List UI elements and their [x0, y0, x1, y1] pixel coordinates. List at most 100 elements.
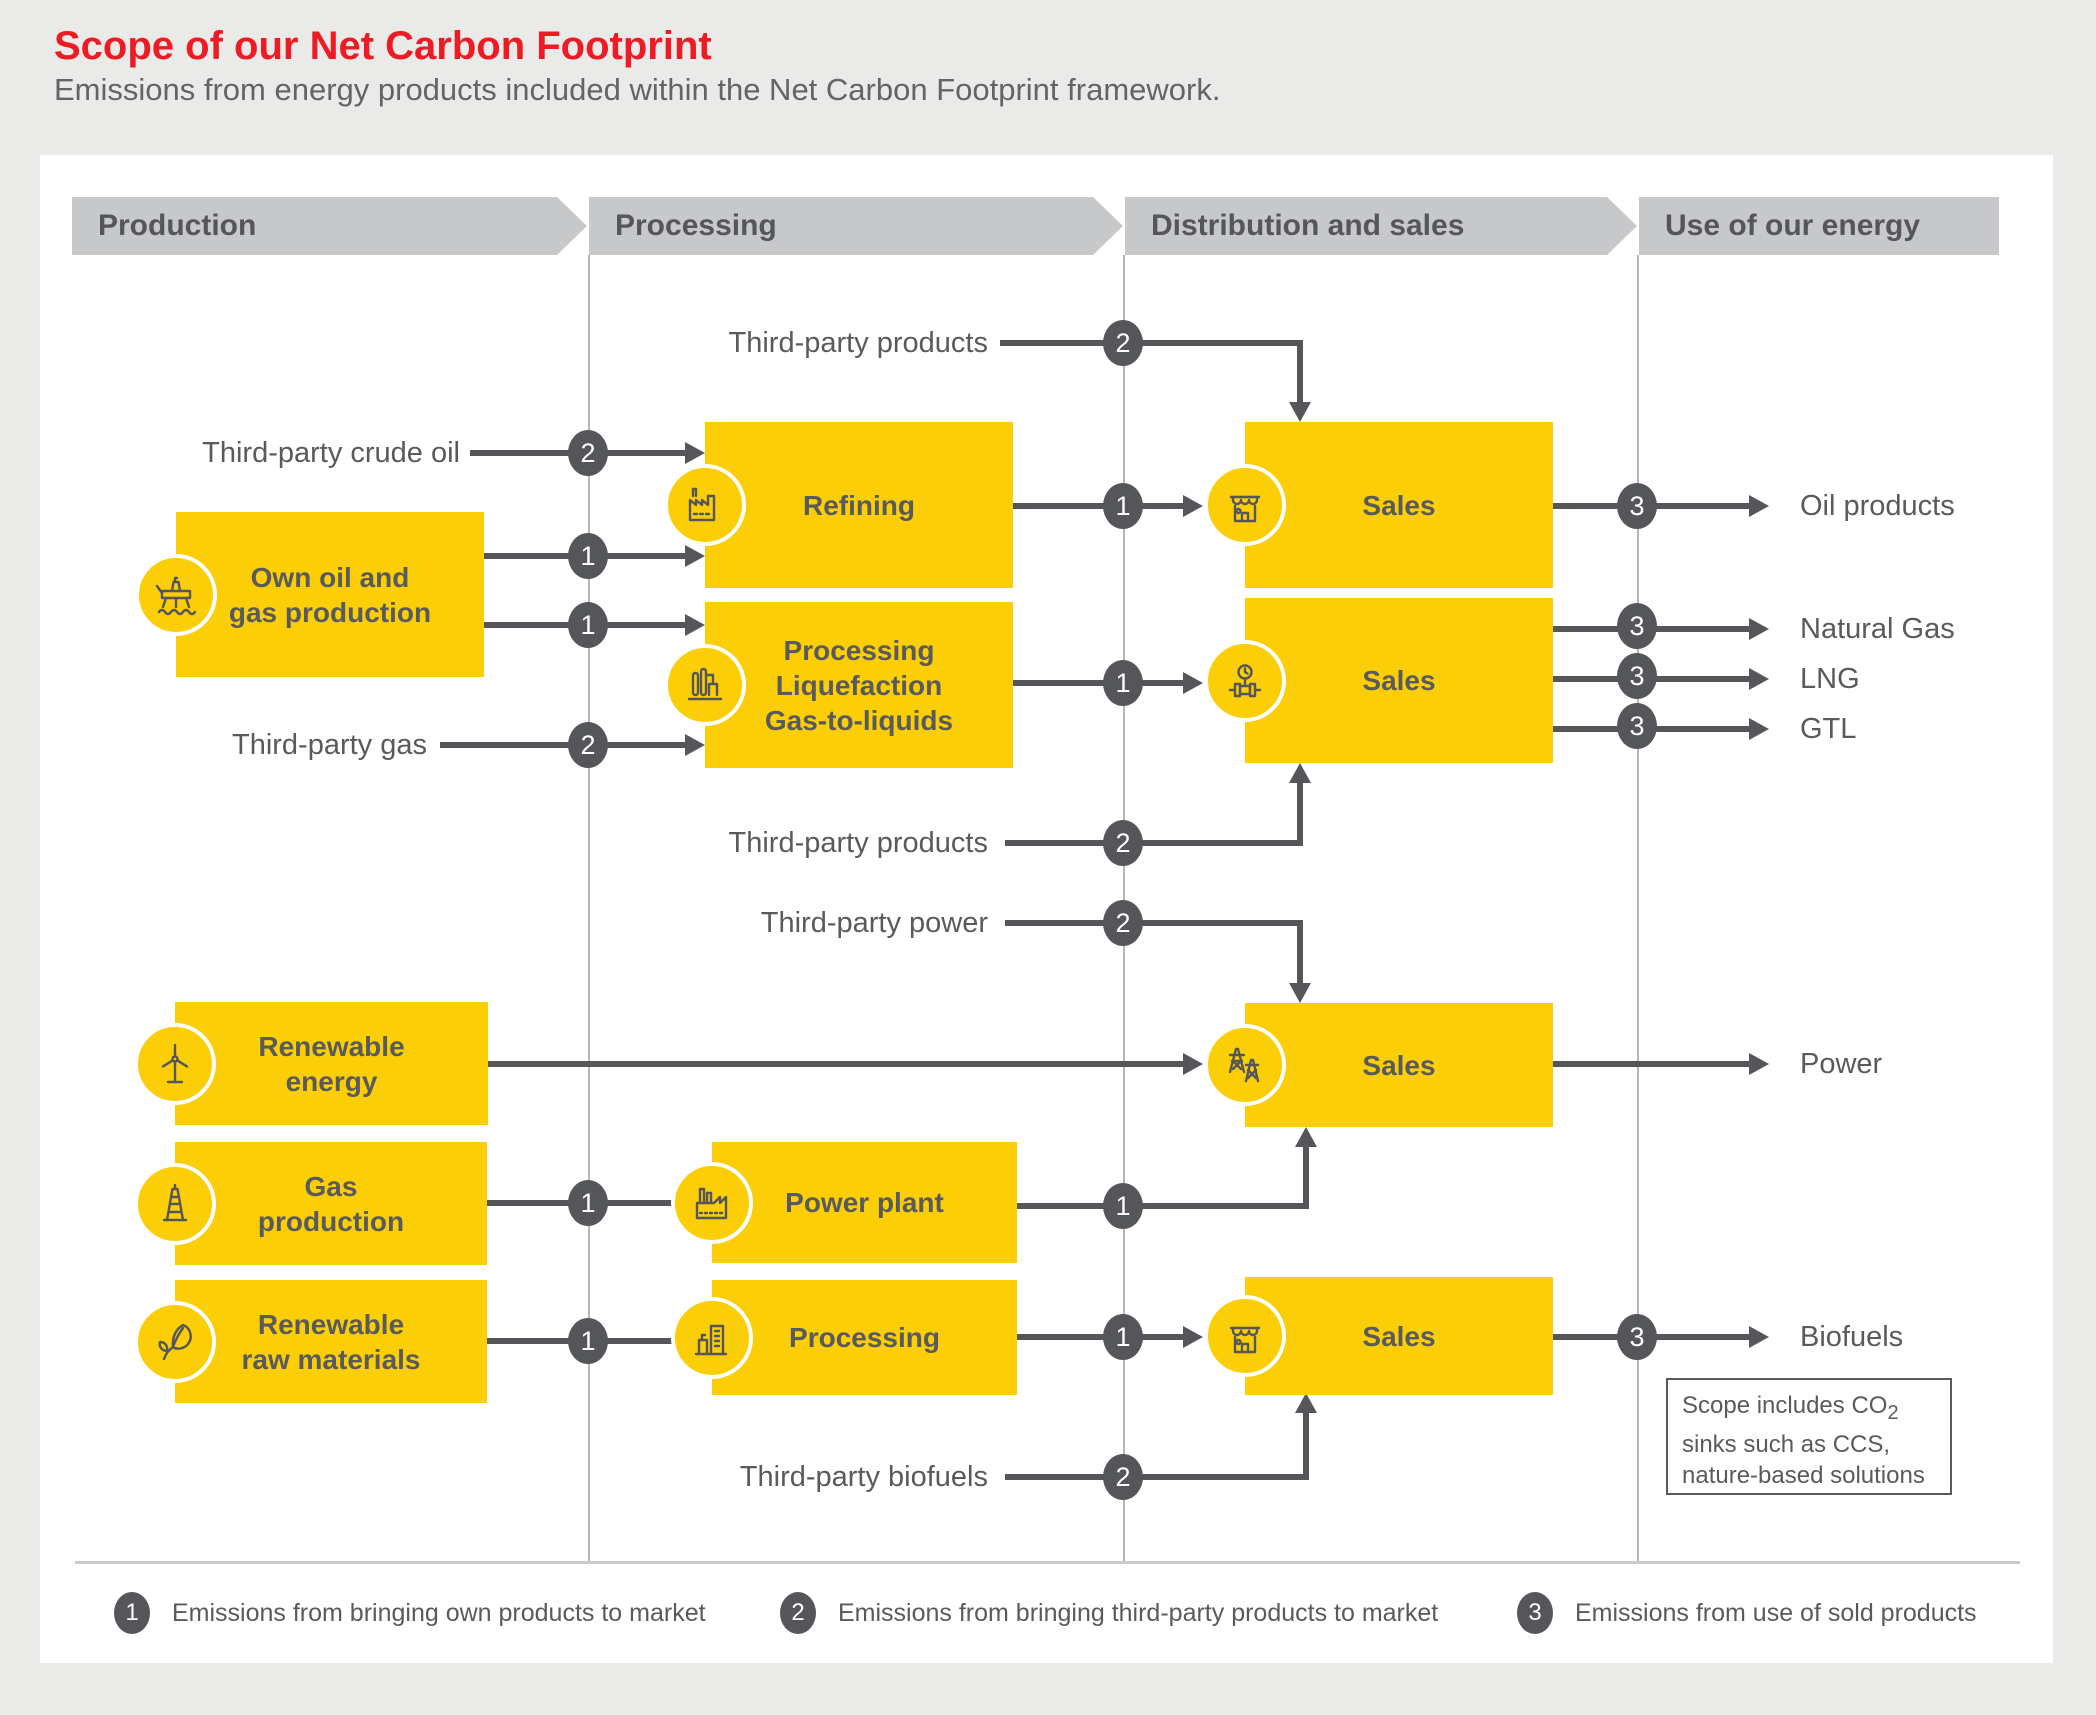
icon-circle — [134, 1162, 216, 1245]
output-label-power: Power — [1800, 1048, 1883, 1080]
power-plant-icon — [695, 1187, 728, 1219]
arrowhead-up — [1289, 763, 1311, 783]
oil-platform-icon — [155, 576, 197, 615]
node-label: Processing — [789, 1322, 940, 1353]
flow-line — [1017, 1203, 1309, 1209]
emission-badge: 3 — [1617, 483, 1657, 529]
flow-line — [1297, 783, 1303, 846]
icon-circle — [671, 1161, 753, 1244]
column-header-production: Production — [72, 197, 587, 255]
output-label-gtl: GTL — [1800, 713, 1857, 745]
node-label: Processing Liquefaction Gas-to-liquids — [764, 634, 954, 736]
column-divider — [1637, 255, 1639, 1561]
legend-divider — [75, 1561, 2020, 1564]
arrowhead-right — [685, 545, 705, 567]
column-header-label: Use of our energy — [1665, 209, 1921, 242]
arrowhead-right — [685, 442, 705, 464]
legend-badge-2: 2 — [780, 1592, 816, 1634]
flow-line — [1303, 1413, 1309, 1480]
node-refining: Refining — [664, 422, 1013, 588]
icon-circle — [134, 1022, 216, 1105]
wind-turbine-icon — [161, 1043, 189, 1083]
node-label: Refining — [803, 489, 915, 521]
icon-circle — [135, 553, 217, 636]
node-label: Sales — [1362, 489, 1436, 521]
arrowhead-right — [1749, 1326, 1769, 1348]
flow-line — [1005, 840, 1303, 846]
node-label: Renewable raw materials — [241, 1308, 421, 1375]
input-label-third-party-gas: Third-party gas — [231, 729, 427, 761]
arrowhead-right — [1749, 668, 1769, 690]
legend-text-3: Emissions from use of sold products — [1575, 1599, 1977, 1627]
column-header-label: Processing — [615, 209, 777, 242]
arrowhead-right — [1183, 672, 1203, 694]
flow-line — [1553, 1061, 1749, 1067]
scope-note: Scope includes CO2 sinks such as CCS, na… — [1666, 1378, 1952, 1495]
arrowhead-right — [1749, 1053, 1769, 1075]
arrowhead-right — [1183, 1053, 1203, 1075]
emission-badge: 1 — [1103, 660, 1143, 706]
node-sales-gas: Sales — [1204, 598, 1553, 763]
arrowhead-down — [1289, 983, 1311, 1003]
node-processing-biofuels: Processing — [671, 1280, 1017, 1395]
arrowhead-right — [1749, 618, 1769, 640]
icon-circle — [671, 1296, 753, 1379]
flow-line — [1013, 503, 1185, 509]
flow-line — [1005, 1474, 1309, 1480]
arrowhead-up — [1295, 1393, 1317, 1413]
arrowhead-right — [685, 614, 705, 636]
icon-circle — [1204, 639, 1286, 722]
node-renewable-raw-materials: Renewable raw materials — [134, 1280, 487, 1403]
note-text: Scope includes CO — [1682, 1392, 1888, 1419]
emission-badge: 3 — [1617, 603, 1657, 649]
input-label-third-party-power: Third-party power — [760, 907, 988, 939]
node-label: Gas production — [257, 1170, 405, 1237]
pipeline-gauge-icon — [1228, 663, 1262, 697]
arrowhead-right — [1749, 495, 1769, 517]
input-label-third-party-crude-oil: Third-party crude oil — [202, 437, 460, 469]
store-icon — [1229, 495, 1261, 523]
arrowhead-right — [1183, 495, 1203, 517]
icon-circle — [134, 1300, 216, 1383]
node-sales-power: Sales — [1204, 1003, 1553, 1127]
emission-badge: 2 — [568, 722, 608, 768]
emission-badge: 1 — [1103, 1183, 1143, 1229]
node-sales-biofuels: Sales — [1204, 1277, 1553, 1395]
icon-circle — [1204, 1024, 1286, 1106]
emission-badge: 2 — [1103, 820, 1143, 866]
emission-badge: 3 — [1617, 703, 1657, 749]
arrowhead-right — [1749, 718, 1769, 740]
buildings-icon — [694, 1324, 728, 1355]
note-text: sinks such as CCS, — [1682, 1430, 1891, 1458]
node-renewable-energy: Renewable energy — [134, 1002, 488, 1125]
output-label-biofuels: Biofuels — [1800, 1321, 1904, 1353]
flow-line — [488, 1061, 1185, 1067]
emission-badge: 1 — [1103, 483, 1143, 529]
node-label: Renewable energy — [258, 1030, 405, 1097]
leaf-icon — [158, 1323, 192, 1360]
icon-circle — [664, 464, 746, 546]
flow-line — [1013, 680, 1185, 686]
legend-text-1: Emissions from bringing own products to … — [172, 1599, 706, 1627]
node-label: Sales — [1362, 1320, 1436, 1352]
arrowhead-down — [1289, 402, 1311, 422]
refinery-icon — [688, 487, 716, 522]
flow-line — [1297, 920, 1303, 983]
store-icon — [1229, 1326, 1261, 1354]
emission-badge: 3 — [1617, 653, 1657, 699]
flow-line — [1000, 340, 1303, 346]
page-subtitle: Emissions from energy products included … — [54, 72, 1221, 107]
input-label-third-party-products: Third-party products — [728, 327, 989, 359]
derrick-icon — [162, 1183, 188, 1221]
column-divider — [588, 255, 590, 1561]
node-label: Power plant — [785, 1187, 944, 1218]
input-label-third-party-biofuels: Third-party biofuels — [739, 1461, 988, 1493]
emission-badge: 1 — [568, 602, 608, 648]
column-header-label: Production — [98, 209, 257, 242]
input-label-third-party-products: Third-party products — [728, 827, 989, 859]
emission-badge: 2 — [568, 430, 608, 476]
emission-badge: 3 — [1617, 1314, 1657, 1360]
arrowhead-right — [685, 734, 705, 756]
emission-badge: 2 — [1103, 900, 1143, 946]
